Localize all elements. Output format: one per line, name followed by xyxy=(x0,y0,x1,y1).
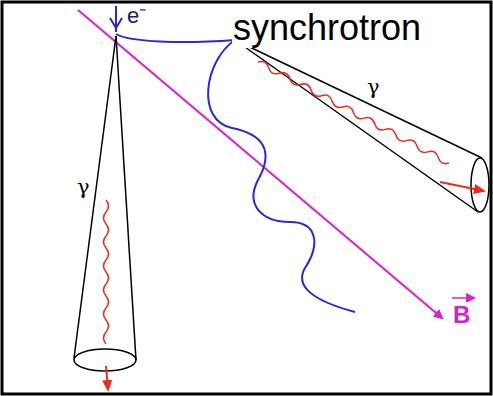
photon-arrow xyxy=(440,182,484,191)
cone-edge xyxy=(235,40,478,212)
photon-label: γ xyxy=(76,176,91,199)
cone-edge xyxy=(74,36,116,358)
diagram-heading: synchrotron xyxy=(232,8,422,48)
vector-arrow xyxy=(452,297,474,299)
photon-label: γ xyxy=(366,76,381,99)
electron-arrowhead xyxy=(110,18,122,28)
cone-ellipse xyxy=(471,158,489,212)
photon-arrow xyxy=(106,366,108,390)
photon-wave xyxy=(104,200,109,344)
field-label: B xyxy=(452,302,471,328)
cone-ellipse xyxy=(74,349,136,371)
particle-label: e⁻ xyxy=(126,4,147,28)
field-line xyxy=(78,10,442,318)
cone-edge xyxy=(235,40,482,158)
photon-wave xyxy=(257,59,451,165)
electron-trajectory xyxy=(116,34,355,312)
cone-edge xyxy=(116,36,136,360)
